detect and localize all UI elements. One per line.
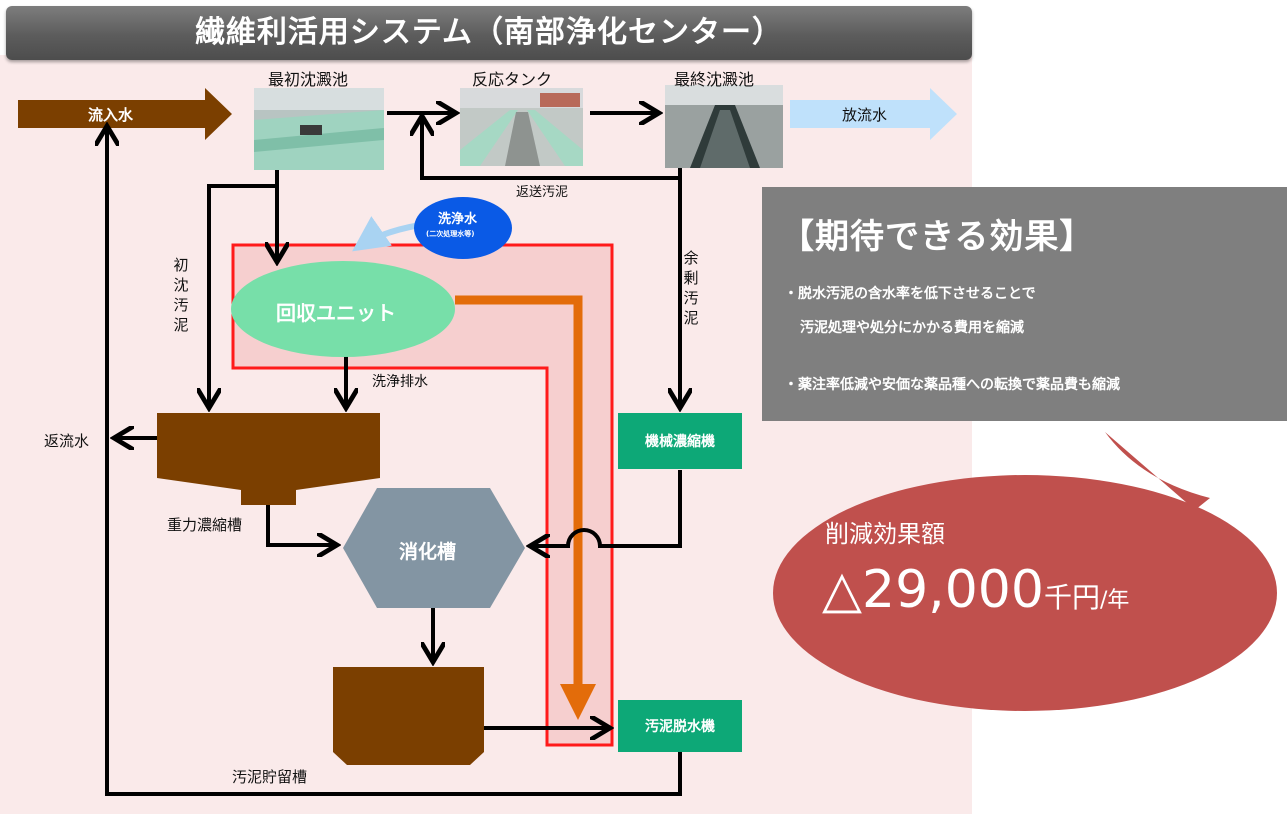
digester-shape <box>343 488 525 608</box>
wash-water-label: 洗浄水 <box>438 212 478 227</box>
effect-item-2: ・薬注率低減や安価な薬品種への転換で薬品費も縮減 <box>784 377 1120 393</box>
recovery-unit-shape <box>231 261 455 357</box>
reduction-unit: 千円 <box>1043 581 1100 614</box>
mechanical-thickener-box: 機械濃縮機 <box>618 413 742 469</box>
digester-label: 消化槽 <box>399 541 457 563</box>
reduction-amount: △29,000 <box>822 560 1044 620</box>
wash-water-note: (二次処理水等) <box>426 230 475 238</box>
effect-item-1-line-2: 汚泥処理や処分にかかる費用を縮減 <box>800 320 1024 336</box>
effects-heading: 【期待できる効果】 <box>780 217 1095 257</box>
return-water-label: 返流水 <box>44 432 90 450</box>
reaction-tank-photo <box>460 88 583 166</box>
reduction-period: /年 <box>1099 588 1130 613</box>
effect-item-1-line-1: ・脱水汚泥の含水率を低下させることで <box>784 286 1036 302</box>
primary-tank-photo <box>254 88 384 170</box>
wash-water-shape <box>414 197 512 259</box>
reduction-value: △29,000千円/年 <box>822 560 1129 620</box>
discharge-arrow <box>790 88 957 140</box>
inflow-label: 流入水 <box>88 106 134 124</box>
primary-tank-label: 最初沈澱池 <box>268 70 349 89</box>
sludge-storage-shape <box>333 667 484 765</box>
effects-panel: 【期待できる効果】 ・脱水汚泥の含水率を低下させることで 汚泥処理や処分にかかる… <box>762 187 1287 421</box>
excess-sludge-label: 余剰汚泥 <box>683 249 699 327</box>
gravity-thickener-shape <box>157 413 380 505</box>
dewatering-machine-label: 汚泥脱水機 <box>645 719 715 735</box>
page-title: 繊維利活用システム（南部浄化センター） <box>6 6 972 60</box>
wash-drain-label: 洗浄排水 <box>372 374 428 390</box>
primary-sludge-label: 初沈汚泥 <box>173 256 189 334</box>
final-tank-label: 最終沈澱池 <box>674 70 755 89</box>
mechanical-thickener-label: 機械濃縮機 <box>645 434 715 450</box>
gravity-thickener-label: 重力濃縮槽 <box>167 516 243 534</box>
sludge-storage-label: 汚泥貯留槽 <box>232 768 308 786</box>
reaction-tank-label: 反応タンク <box>472 70 553 89</box>
reduction-label: 削減効果額 <box>825 520 945 548</box>
final-tank-photo <box>665 85 783 168</box>
reduction-bubble-shape <box>1105 432 1210 510</box>
return-sludge-label: 返送汚泥 <box>516 185 569 200</box>
inflow-arrow <box>18 88 232 140</box>
dewatering-machine-box: 汚泥脱水機 <box>618 700 742 752</box>
recovery-unit-label: 回収ユニット <box>276 301 396 325</box>
discharge-label: 放流水 <box>842 106 888 124</box>
